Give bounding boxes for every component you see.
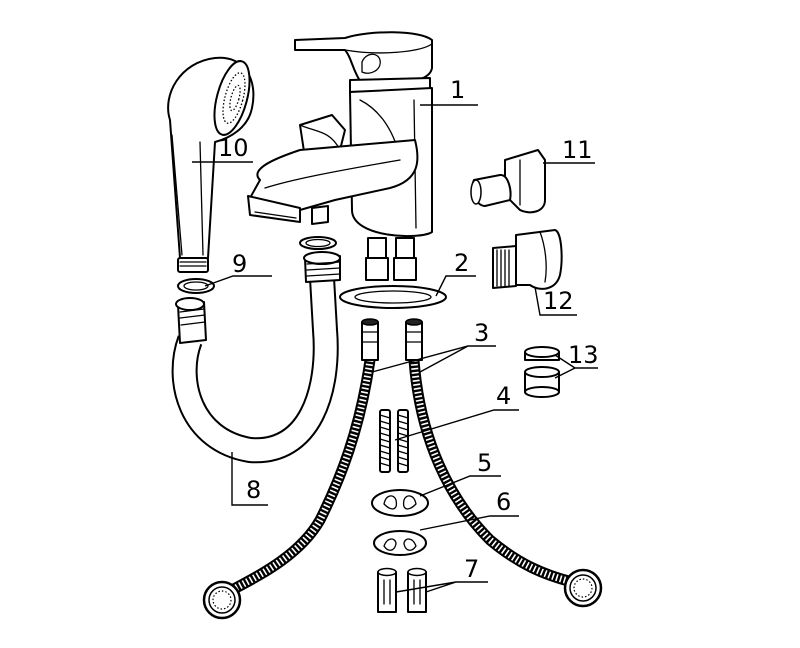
nuts	[377, 567, 427, 613]
callout-4: 4	[496, 382, 511, 410]
mounting-washer	[373, 530, 427, 556]
callout-5: 5	[477, 449, 492, 477]
braided-supply-hoses	[202, 318, 603, 620]
rings	[524, 346, 560, 398]
callout-9: 9	[232, 250, 247, 278]
shower-hose	[171, 251, 341, 464]
wall-bracket	[492, 229, 563, 290]
mounting-plate	[371, 489, 429, 517]
shower-holder	[470, 149, 546, 214]
callout-13: 13	[568, 341, 599, 369]
threaded-studs	[379, 409, 409, 473]
callout-12: 12	[543, 287, 574, 315]
hose-washers	[177, 236, 337, 294]
callout-3: 3	[474, 319, 489, 347]
callout-7: 7	[464, 555, 479, 583]
callout-1: 1	[450, 76, 465, 104]
base-gasket	[339, 285, 447, 309]
right-hose-nut	[563, 568, 603, 608]
callout-6: 6	[496, 488, 511, 516]
left-hose-nut	[202, 580, 242, 620]
hand-shower	[167, 56, 255, 273]
callout-2: 2	[454, 249, 469, 277]
callout-8: 8	[246, 476, 261, 504]
faucet-body	[247, 31, 433, 281]
callout-10: 10	[218, 134, 249, 162]
leader-lines	[192, 104, 598, 593]
callout-11: 11	[562, 136, 593, 164]
callout-labels: 1 2 3 4 5 6 7 8 9 10 11 12 13	[218, 76, 599, 583]
